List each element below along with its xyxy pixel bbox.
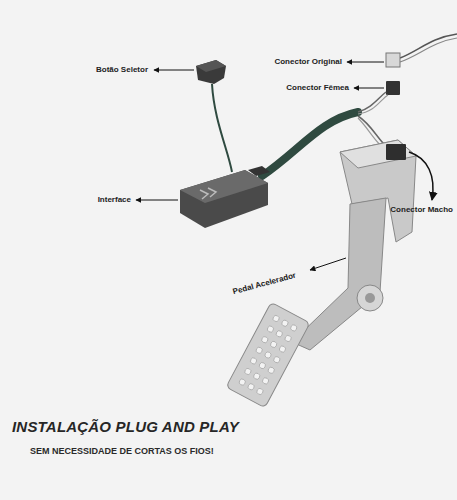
hole: [275, 330, 283, 338]
hole: [272, 314, 280, 322]
hole: [256, 387, 264, 395]
hole: [255, 346, 263, 354]
hole: [270, 340, 278, 348]
part-label: Botão Seletor: [96, 66, 148, 75]
hole: [244, 367, 252, 375]
original-connector: [386, 53, 400, 67]
selector-button: [196, 60, 226, 84]
male-connector: [386, 144, 406, 160]
leader-arrow: [354, 88, 384, 89]
female-connector: [386, 81, 400, 95]
hole: [284, 334, 292, 342]
pivot: [357, 285, 383, 311]
wire: [212, 84, 232, 172]
pivot-hole: [365, 293, 375, 303]
part-label: Conector Original: [274, 58, 342, 67]
wire: [400, 38, 457, 62]
hole: [273, 356, 281, 364]
pedal-plate-body: [226, 302, 310, 407]
leader-arrow: [409, 152, 433, 200]
leader-arrow: [154, 70, 194, 71]
hole: [266, 325, 274, 333]
hole: [253, 372, 261, 380]
caption: SEM NECESSIDADE DE CORTAS OS FIOS!: [30, 446, 214, 456]
hole: [267, 366, 275, 374]
hole: [258, 362, 266, 370]
part-label: Interface: [98, 196, 131, 205]
hole: [238, 378, 246, 386]
hole: [247, 383, 255, 391]
hole: [290, 324, 298, 332]
hole: [261, 336, 269, 344]
leader-arrow: [347, 62, 384, 63]
hole: [249, 357, 257, 365]
wire: [358, 95, 388, 114]
logo: [200, 188, 216, 199]
hole: [278, 345, 286, 353]
hole: [281, 319, 289, 327]
pedal-plate: [226, 302, 310, 407]
heading: INSTALAÇÃO PLUG AND PLAY: [12, 418, 239, 435]
leader-arrow: [310, 258, 346, 270]
hole: [264, 351, 272, 359]
hole: [262, 377, 270, 385]
part-label: Conector Macho: [390, 206, 453, 215]
interface-plug: [248, 166, 270, 176]
pedal-holes: [238, 314, 298, 395]
pedal-housing-top: [340, 140, 416, 168]
selector-button-top: [196, 60, 226, 72]
wire: [400, 34, 457, 58]
interface-box: [180, 170, 268, 228]
part-label: Conector Fêmea: [286, 84, 349, 93]
leader-arrow: [136, 200, 178, 201]
